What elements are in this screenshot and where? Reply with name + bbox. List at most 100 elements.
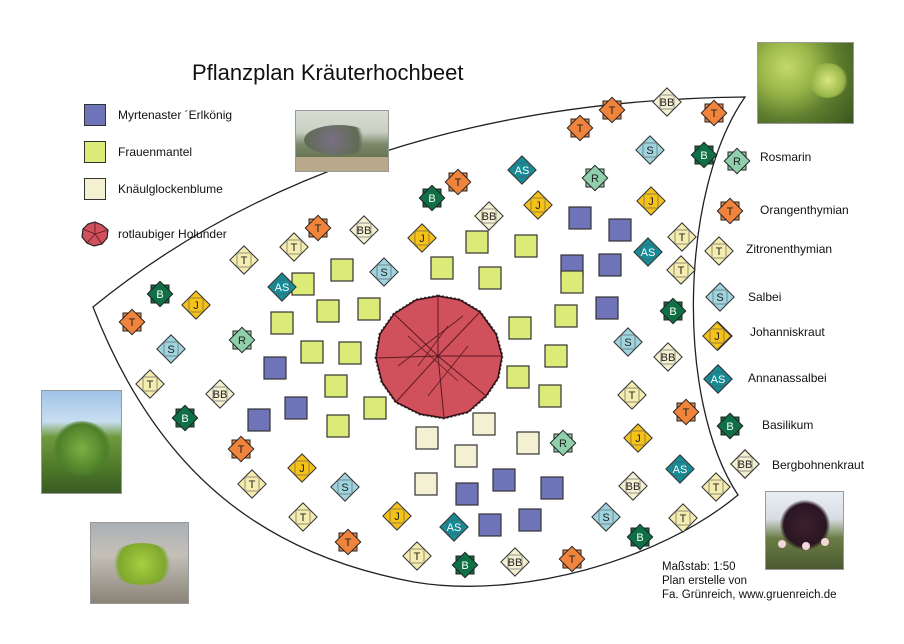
orangenthymian-marker: T <box>598 96 626 124</box>
holunder-icon <box>81 221 109 247</box>
key-item-annanassalbei: Annanassalbei <box>740 371 827 385</box>
herb-code: BB <box>661 352 676 364</box>
salbei-marker: S <box>369 257 399 287</box>
herb-code: AS <box>447 522 462 534</box>
herb-code: T <box>629 390 636 402</box>
annanassalbei-marker: AS <box>633 237 663 267</box>
key-item-basilikum: Basilikum <box>754 418 813 432</box>
herb-code: B <box>636 532 643 544</box>
scale-text: Maßstab: 1:50 <box>662 561 736 573</box>
herb-code: S <box>167 344 174 356</box>
herb-code: T <box>300 512 307 524</box>
frauenmantel-plant <box>316 299 340 323</box>
herb-code: AS <box>673 464 688 476</box>
frauenmantel-plant <box>544 344 568 368</box>
frauenmantel-plant <box>430 256 454 280</box>
key-label: Salbei <box>748 290 782 304</box>
herb-code: T <box>679 232 686 244</box>
frauenmantel-plant <box>514 234 538 258</box>
legend-label: Knäulglockenblume <box>118 182 223 196</box>
rosmarin-marker: R <box>581 164 609 192</box>
herb-code: J <box>714 331 720 343</box>
key-label: Zitronenthymian <box>746 242 833 256</box>
knaeulglockenblume-plant <box>454 444 478 468</box>
bergbohnenkraut-marker: BB <box>618 471 648 501</box>
herb-code: R <box>559 438 567 450</box>
company-line: Fa. Grünreich, www.gruenreich.de <box>662 589 837 601</box>
frauenmantel-plant <box>506 365 530 389</box>
herb-code: AS <box>711 374 726 386</box>
herb-code: J <box>299 463 305 475</box>
myrtenaster-plant <box>518 508 542 532</box>
herb-code: B <box>156 289 163 301</box>
legend-item-myrtenaster: Myrtenaster ´Erlkönig <box>84 103 232 127</box>
annanassalbei-marker: AS <box>665 454 695 484</box>
herb-code: T <box>713 482 720 494</box>
herb-code: J <box>394 511 400 523</box>
salbei-photo <box>295 110 389 172</box>
zitronenthymian-marker: T <box>668 503 698 533</box>
herb-code: S <box>624 337 631 349</box>
johanniskraut-marker: J <box>181 290 211 320</box>
basilikum-marker: B <box>451 551 479 579</box>
orangenthymian-marker: T <box>334 528 362 556</box>
zitronenthymian-marker: T <box>617 380 647 410</box>
herb-code: R <box>238 335 246 347</box>
legend-label: Myrtenaster ´Erlkönig <box>118 108 233 122</box>
annanassalbei-marker: AS <box>267 272 297 302</box>
herb-code: S <box>602 512 609 524</box>
orangenthymian-marker: T <box>558 545 586 573</box>
orangenthymian-marker: T <box>118 308 146 336</box>
herb-code: J <box>193 300 199 312</box>
key-item-zitronenthymian: Zitronenthymian <box>738 242 832 256</box>
salbei-marker: S <box>156 334 186 364</box>
frauenmantel-swatch <box>84 141 106 163</box>
herb-code: T <box>249 479 256 491</box>
frauenmantel-photo <box>757 42 854 124</box>
herb-code: AS <box>275 282 290 294</box>
johanniskraut-marker: J <box>287 453 317 483</box>
myrtenaster-plant <box>247 408 271 432</box>
legend-item-knaeulglockenblume: Knäulglockenblume <box>84 177 223 201</box>
herb-code: T <box>609 105 616 117</box>
bergbohnenkraut-marker: BB <box>653 342 683 372</box>
rosmarin-marker: R <box>228 326 256 354</box>
herb-code: BB <box>213 389 228 401</box>
bergbohnenkraut-marker: BB <box>205 379 235 409</box>
myrtenaster-plant <box>540 476 564 500</box>
knaeulglockenblume-swatch <box>84 178 106 200</box>
salbei-marker: S <box>330 472 360 502</box>
key-item-bergbohnenkraut: Bergbohnenkraut <box>764 458 864 472</box>
zitronenthymian-marker: T <box>667 222 697 252</box>
bergbohnenkraut-marker: BB <box>730 449 760 479</box>
key-label: Rosmarin <box>760 150 812 164</box>
herb-code: T <box>345 537 352 549</box>
orangenthymian-marker: T <box>700 99 728 127</box>
salbei-marker: S <box>591 502 621 532</box>
legend-label: Frauenmantel <box>118 145 193 159</box>
zitronenthymian-marker: T <box>704 236 734 266</box>
basilikum-marker: B <box>716 412 744 440</box>
zitronenthymian-marker: T <box>666 255 696 285</box>
herb-code: T <box>711 108 718 120</box>
salbei-marker: S <box>705 282 735 312</box>
orangenthymian-marker: T <box>672 398 700 426</box>
herb-code: T <box>129 317 136 329</box>
herb-code: J <box>535 200 541 212</box>
herb-code: BB <box>626 481 641 493</box>
key-label: Orangenthymian <box>760 203 849 217</box>
myrtenaster-plant <box>284 396 308 420</box>
key-label: Annanassalbei <box>748 371 827 385</box>
frauenmantel-plant <box>291 272 315 296</box>
myrtenaster-plant <box>608 218 632 242</box>
frauenmantel-plant <box>324 374 348 398</box>
herb-code: T <box>569 554 576 566</box>
key-item-salbei: Salbei <box>740 290 781 304</box>
holunder-photo <box>41 390 122 494</box>
herb-code: J <box>648 196 654 208</box>
holunder-shrub <box>374 294 504 420</box>
orangenthymian-marker: T <box>444 168 472 196</box>
author-line: Plan erstelle von <box>662 575 748 587</box>
